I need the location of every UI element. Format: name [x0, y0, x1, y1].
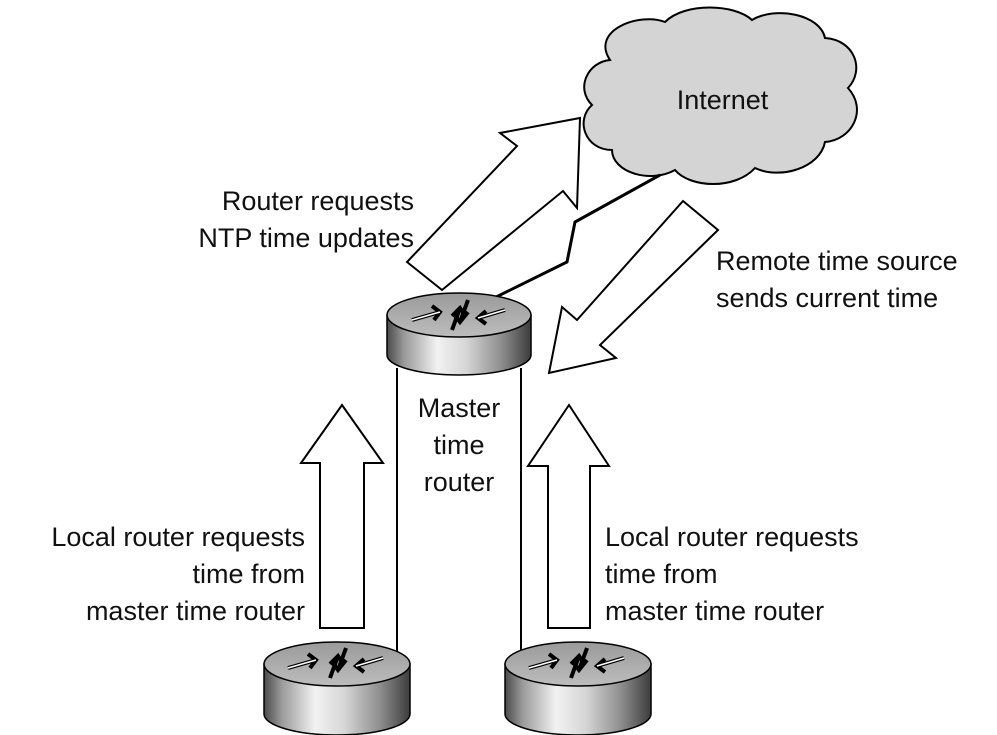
request-arrow — [405, 116, 582, 292]
request-label-line-2: NTP time updates — [198, 223, 414, 253]
master-label-line-1: Master — [417, 393, 501, 423]
response-label-line-1: Remote time source — [716, 246, 958, 276]
request-label: Router requests NTP time updates — [150, 183, 414, 257]
response-label: Remote time source sends current time — [716, 243, 996, 317]
response-label-line-2: sends current time — [716, 283, 939, 313]
local-left-label-line-2: time from — [192, 559, 305, 589]
right-up-arrow — [526, 403, 611, 629]
local-left-label-line-1: Local router requests — [51, 522, 305, 552]
internet-cloud-icon — [582, 6, 858, 185]
local-router-right-icon — [504, 641, 652, 735]
internet-label: Internet — [650, 82, 795, 119]
master-router-label: Master time router — [400, 390, 518, 501]
local-left-label-line-3: master time router — [85, 596, 305, 626]
local-right-label-line-3: master time router — [605, 596, 825, 626]
left-up-arrow — [299, 403, 385, 629]
response-arrow — [547, 199, 720, 375]
internet-label-text: Internet — [676, 85, 769, 115]
master-label-line-3: router — [423, 467, 495, 497]
local-right-label: Local router requests time from master t… — [605, 519, 905, 630]
local-right-label-line-1: Local router requests — [605, 522, 859, 552]
local-right-label-line-2: time from — [605, 559, 718, 589]
local-router-left-icon — [263, 641, 411, 735]
master-label-line-2: time — [433, 430, 485, 460]
master-router-icon — [386, 292, 532, 376]
internet-link-bolt — [489, 173, 661, 302]
local-left-label: Local router requests time from master t… — [4, 519, 305, 630]
request-label-line-1: Router requests — [221, 186, 414, 216]
